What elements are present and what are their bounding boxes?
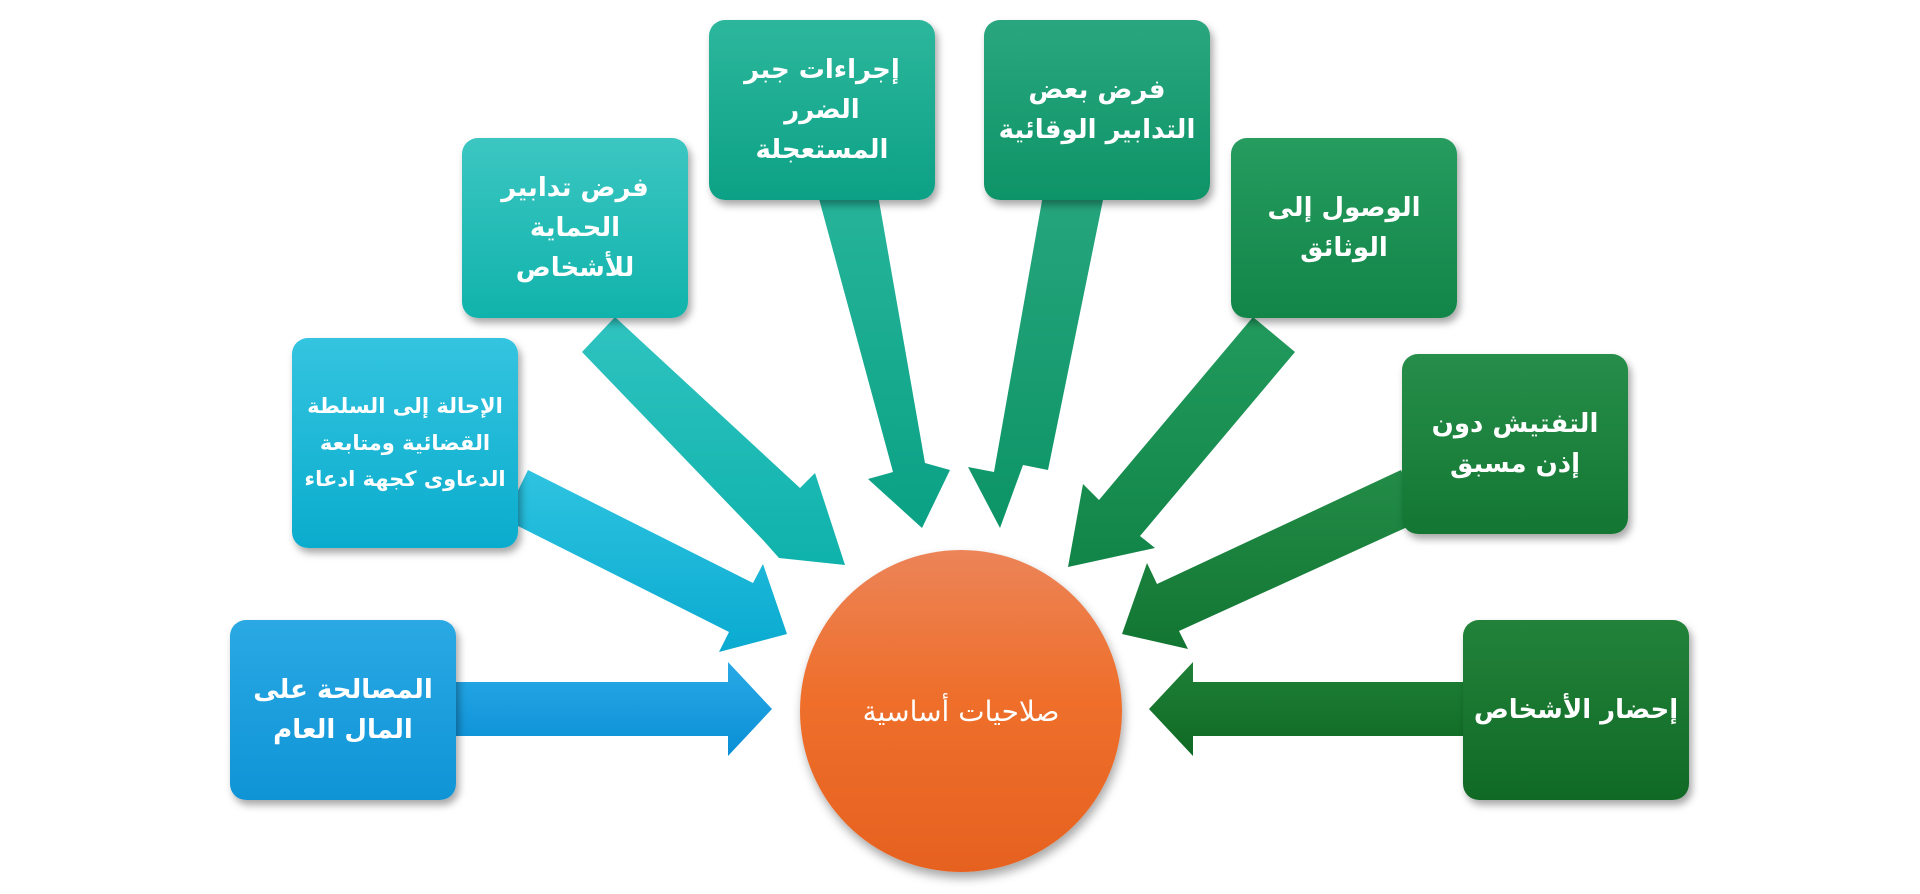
arrow-node-0 (455, 662, 772, 756)
node-4-label: فرض بعض التدابير الوقائية (998, 74, 1196, 145)
center-circle[interactable]: صلاحيات أساسية (800, 550, 1122, 872)
arrow-node-4 (968, 195, 1104, 528)
node-0[interactable]: المصالحة على المال العام (230, 620, 456, 800)
node-2-label: فرض تدابير الحماية للأشخاص (501, 172, 649, 284)
node-2[interactable]: فرض تدابير الحماية للأشخاص (462, 138, 688, 318)
node-6-label: التفتيش دون إذن مسبق (1431, 408, 1599, 479)
node-1-label: الإحالة إلى السلطة القضائية ومتابعة الدع… (304, 393, 506, 492)
node-5[interactable]: الوصول إلى الوثائق (1231, 138, 1457, 318)
node-7[interactable]: إحضار الأشخاص (1463, 620, 1689, 800)
center-label: صلاحيات أساسية (862, 694, 1060, 728)
node-3-label: إجراءات جبر الضرر المستعجلة (744, 54, 900, 166)
node-3[interactable]: إجراءات جبر الضرر المستعجلة (709, 20, 935, 200)
arrow-node-6 (1122, 470, 1425, 649)
arrow-node-7 (1149, 662, 1465, 756)
node-5-label: الوصول إلى الوثائق (1267, 192, 1421, 263)
node-7-label: إحضار الأشخاص (1473, 694, 1679, 725)
arrow-node-2 (582, 317, 845, 565)
node-4[interactable]: فرض بعض التدابير الوقائية (984, 20, 1210, 200)
node-1[interactable]: الإحالة إلى السلطة القضائية ومتابعة الدع… (292, 338, 518, 548)
node-6[interactable]: التفتيش دون إذن مسبق (1402, 354, 1628, 534)
node-0-label: المصالحة على المال العام (253, 674, 433, 745)
arrow-node-3 (818, 195, 950, 528)
arrow-node-1 (504, 470, 787, 652)
arrow-node-5 (1068, 317, 1295, 567)
